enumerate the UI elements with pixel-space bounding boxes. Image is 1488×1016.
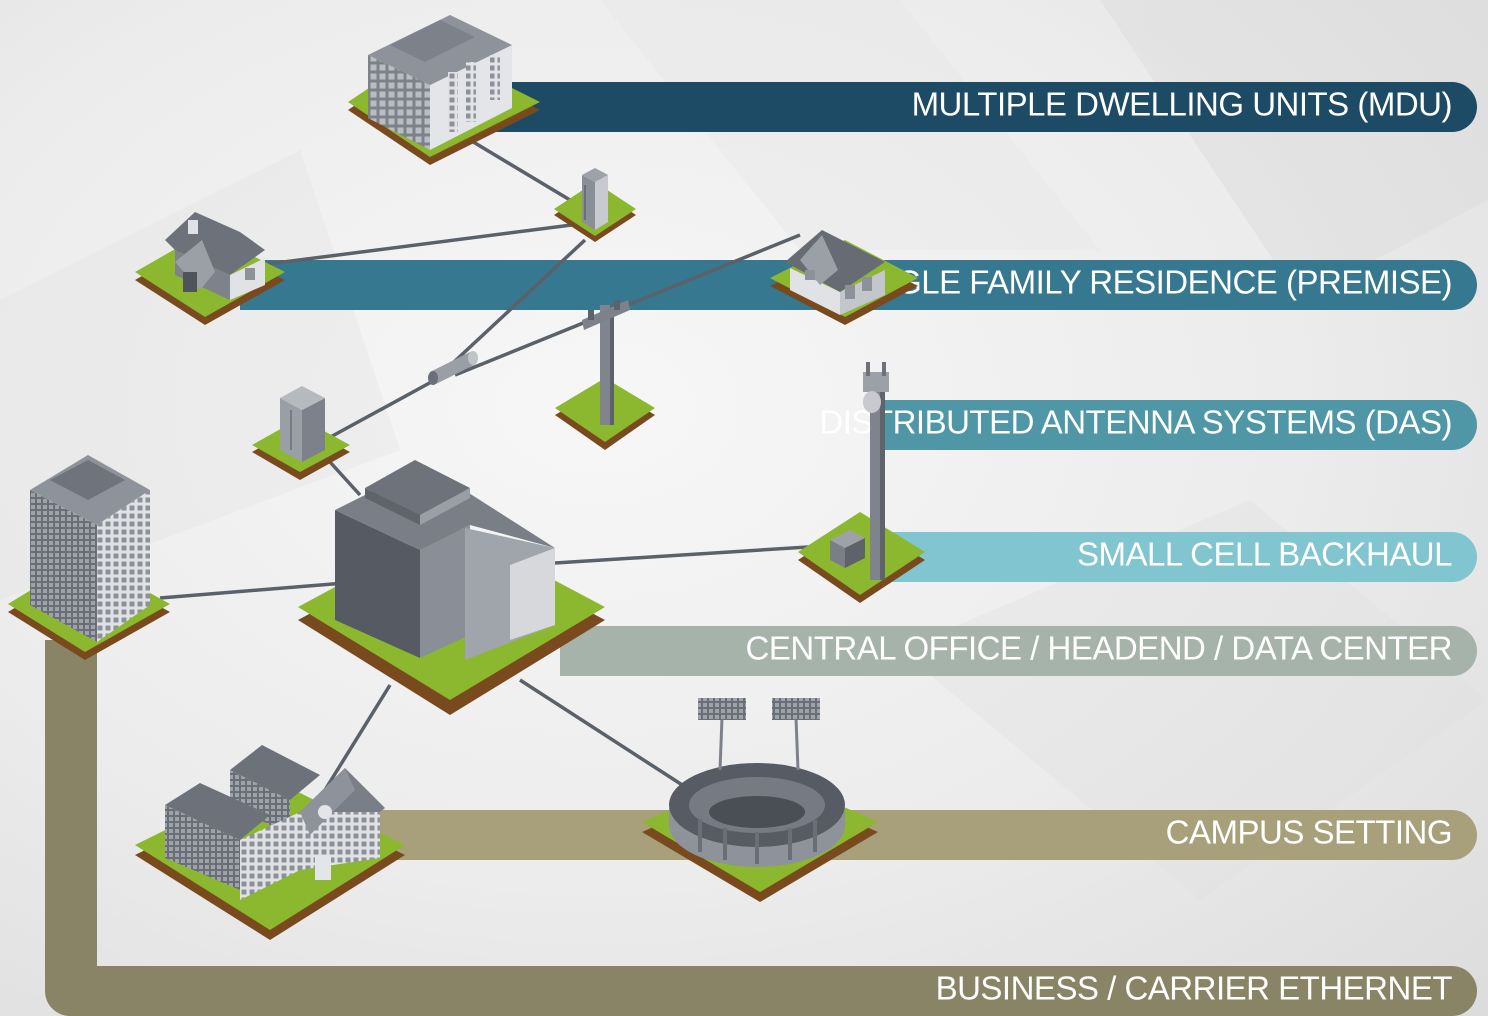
- house-left-icon: [135, 212, 285, 325]
- splice-closure-icon: [428, 351, 478, 385]
- small-cell-band-label: SMALL CELL BACKHAUL: [1077, 536, 1452, 573]
- campus-building-icon: [135, 745, 405, 940]
- sfr-band-label: SINGLE FAMILY RESIDENCE (PREMISE): [843, 264, 1452, 301]
- mdu-building-icon: [348, 15, 540, 165]
- cell-tower-icon: [798, 362, 925, 603]
- mdu-band-label: MULTIPLE DWELLING UNITS (MDU): [912, 86, 1452, 123]
- street-cabinet-icon: [252, 386, 350, 480]
- business-band-label: BUSINESS / CARRIER ETHERNET: [936, 970, 1453, 1007]
- office-tower-icon: [8, 455, 170, 660]
- network-cabinet-icon: [554, 168, 636, 242]
- das-band: DISTRIBUTED ANTENNA SYSTEMS (DAS): [819, 400, 1477, 450]
- central-office-band: CENTRAL OFFICE / HEADEND / DATA CENTER: [560, 626, 1477, 676]
- stadium-icon: [642, 698, 878, 902]
- utility-pole-icon: [555, 300, 655, 450]
- data-center-icon: [298, 460, 605, 715]
- das-band-label: DISTRIBUTED ANTENNA SYSTEMS (DAS): [819, 404, 1452, 441]
- network-links: [159, 138, 841, 792]
- house-right-icon: [770, 230, 918, 325]
- business-band: BUSINESS / CARRIER ETHERNET: [45, 640, 1477, 1016]
- mdu-band: MULTIPLE DWELLING UNITS (MDU): [470, 82, 1477, 132]
- campus-band: CAMPUS SETTING: [360, 810, 1477, 860]
- central-office-band-label: CENTRAL OFFICE / HEADEND / DATA CENTER: [746, 630, 1452, 667]
- campus-band-label: CAMPUS SETTING: [1166, 814, 1452, 851]
- small-cell-band: SMALL CELL BACKHAUL: [880, 532, 1477, 582]
